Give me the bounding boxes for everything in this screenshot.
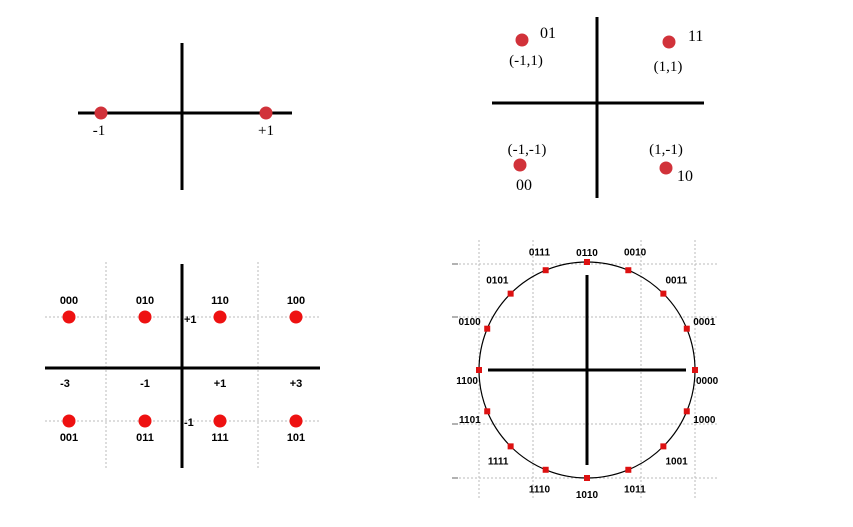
sixteen-psk-point [692,367,698,373]
eight-point-bits-label: 110 [211,295,229,307]
qpsk-point [659,161,673,175]
bpsk-point [94,106,108,120]
sixteen-psk-point [625,466,632,473]
sixteen-psk-bits-label: 0100 [458,317,481,328]
eight-point-dot [289,414,303,428]
eight-point-dot [62,414,76,428]
sixteen-psk-bits-label: 1010 [576,490,599,501]
sixteen-psk-point [584,475,590,481]
eight-point-bits-label: 010 [136,295,154,307]
sixteen-psk-point [542,466,549,473]
sixteen-psk-bits-label: 0110 [576,248,598,259]
qpsk-bits-label: 10 [677,168,693,185]
eight-point-x-tick: +1 [214,378,227,390]
eight-point-bits-label: 001 [60,432,78,444]
sixteen-psk-point [507,290,514,297]
sixteen-psk-bits-label: 0000 [696,376,719,387]
qpsk-coord-label: (1,1) [654,59,683,75]
eight-point-dot [213,310,227,324]
eight-point-constellation: 000 010 110 100 001 011 111 101 -3 -1 +1 +3 +1 -1 [45,262,320,470]
bpsk-constellation: -1 +1 [78,43,292,190]
eight-point-y-tick: +1 [184,314,197,326]
sixteen-psk-point [660,290,667,297]
eight-point-x-tick: -3 [60,378,70,390]
sixteen-psk-point [542,267,549,274]
sixteen-psk-bits-label: 1100 [456,376,478,387]
eight-point-y-tick: -1 [184,417,194,429]
sixteen-psk-bits-label: 0010 [624,248,647,259]
sixteen-psk-point [683,408,690,415]
bpsk-point-label: -1 [93,123,106,139]
eight-point-x-tick: -1 [140,378,150,390]
qpsk-bits-label: 00 [516,177,532,194]
eight-point-dot [62,310,76,324]
eight-point-bits-label: 111 [211,432,228,444]
eight-point-bits-label: 101 [287,432,305,444]
qpsk-coord-label: (-1,-1) [508,142,547,158]
sixteen-psk-bits-label: 1001 [666,457,689,468]
eight-point-bits-label: 100 [287,295,305,307]
qpsk-point [515,33,529,47]
sixteen-psk-point [484,408,491,415]
sixteen-psk-point [683,325,690,332]
eight-point-dot [289,310,303,324]
eight-point-dot [213,414,227,428]
qpsk-bits-label: 01 [540,25,556,42]
eight-point-x-tick: +3 [290,378,303,390]
qpsk-coord-label: (1,-1) [649,142,683,158]
sixteen-psk-point [660,443,667,450]
sixteen-psk-bits-label: 1000 [693,415,716,426]
sixteen-psk-bits-label: 1101 [459,415,481,426]
sixteen-psk-bits-label: 0011 [666,275,688,286]
sixteen-psk-bits-label: 0101 [486,275,509,286]
qpsk-point [513,158,527,172]
sixteen-psk-bits-label: 1110 [529,484,551,495]
qpsk-constellation: 01 (-1,1) 11 (1,1) 00 (-1,-1) 10 (1,-1) [492,17,704,198]
sixteen-psk-point [625,267,632,274]
qpsk-point [662,35,676,49]
qpsk-bits-label: 11 [688,28,703,45]
bpsk-point-label: +1 [258,123,274,139]
sixteen-psk-point [476,367,482,373]
sixteen-psk-bits-label: 1111 [488,457,509,468]
sixteen-psk-bits-label: 1011 [624,484,646,495]
qpsk-coord-label: (-1,1) [509,53,543,69]
sixteen-psk-bits-label: 0001 [693,317,716,328]
bpsk-point [259,106,273,120]
sixteen-psk-constellation: 0000 0001 0011 0010 0110 0111 0101 0100 1100 1101… [452,240,719,501]
sixteen-psk-point [507,443,514,450]
sixteen-psk-bits-label: 0111 [529,248,551,259]
eight-point-bits-label: 011 [136,432,154,444]
sixteen-psk-point [484,325,491,332]
sixteen-psk-point [584,259,590,265]
eight-point-dot [138,310,152,324]
eight-point-dot [138,414,152,428]
eight-point-bits-label: 000 [60,295,78,307]
